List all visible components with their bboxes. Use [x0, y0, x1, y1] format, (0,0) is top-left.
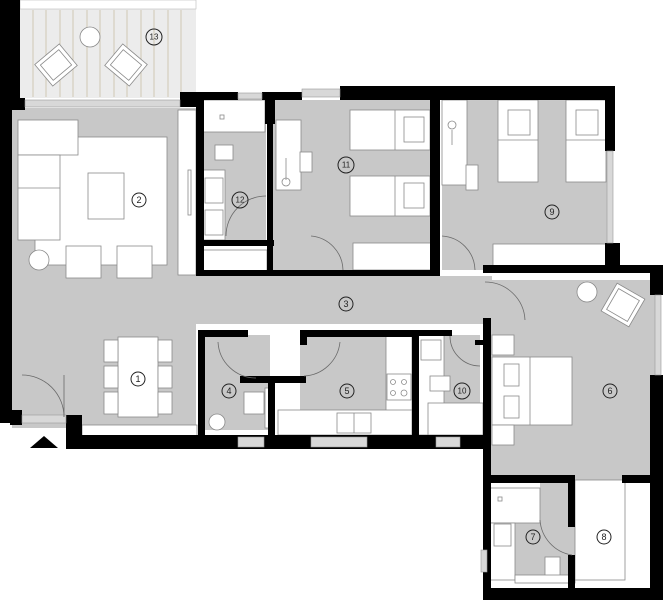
armchair-1	[65, 245, 102, 279]
svg-text:1: 1	[135, 374, 140, 384]
sofa	[17, 154, 61, 241]
room-badge-3[interactable]: 3	[338, 296, 354, 312]
room-badge-6[interactable]: 6	[602, 383, 618, 399]
room-badge-11[interactable]: 11	[337, 156, 355, 174]
coffee-table	[87, 172, 125, 220]
armchair-2	[116, 245, 153, 279]
svg-text:6: 6	[607, 386, 612, 396]
bedroom-6-furniture	[491, 281, 646, 446]
room-badges: 1 2 3 4 5 6 7 8 9 10 11 12 13	[130, 28, 618, 545]
room-badge-2[interactable]: 2	[131, 192, 147, 208]
living-room-furniture	[17, 109, 197, 279]
dining-furniture	[81, 336, 198, 438]
terrace	[19, 0, 197, 98]
bedroom-11-furniture	[275, 109, 432, 271]
svg-text:11: 11	[342, 161, 351, 170]
room-badge-10[interactable]: 10	[453, 382, 471, 400]
room-badge-1[interactable]: 1	[130, 371, 146, 387]
terrace-top-edge	[19, 0, 197, 10]
svg-text:13: 13	[150, 33, 159, 42]
svg-text:2: 2	[136, 195, 141, 205]
dining-table	[117, 336, 159, 418]
side-table	[28, 249, 50, 271]
room-badge-8[interactable]: 8	[596, 529, 612, 545]
windows	[21, 88, 662, 573]
wardrobe-living	[177, 109, 197, 276]
room-badge-13[interactable]: 13	[145, 28, 163, 46]
svg-text:3: 3	[343, 299, 348, 309]
terrace-window	[24, 99, 181, 108]
svg-text:5: 5	[344, 386, 349, 396]
room-badge-9[interactable]: 9	[544, 204, 560, 220]
room-badge-5[interactable]: 5	[339, 383, 355, 399]
svg-text:7: 7	[530, 532, 535, 542]
bathroom-7-furniture	[489, 479, 626, 584]
room-badge-4[interactable]: 4	[221, 383, 237, 399]
bathroom-10-furniture	[417, 334, 484, 436]
kitchen-furniture	[277, 334, 413, 436]
svg-text:9: 9	[549, 207, 554, 217]
terrace-armchair-right	[104, 43, 148, 87]
svg-text:4: 4	[226, 386, 231, 396]
terrace-armchair-left	[34, 43, 78, 87]
svg-text:8: 8	[601, 532, 606, 542]
room-badge-12[interactable]: 12	[231, 191, 249, 209]
sofa-chaise	[17, 119, 79, 156]
entrance-arrow-icon	[30, 436, 58, 448]
svg-text:12: 12	[236, 196, 245, 205]
deck-planks	[32, 10, 182, 97]
room-badge-7[interactable]: 7	[525, 529, 541, 545]
svg-text:10: 10	[458, 387, 467, 396]
terrace-side-table	[79, 26, 101, 48]
entry-door	[21, 374, 65, 418]
